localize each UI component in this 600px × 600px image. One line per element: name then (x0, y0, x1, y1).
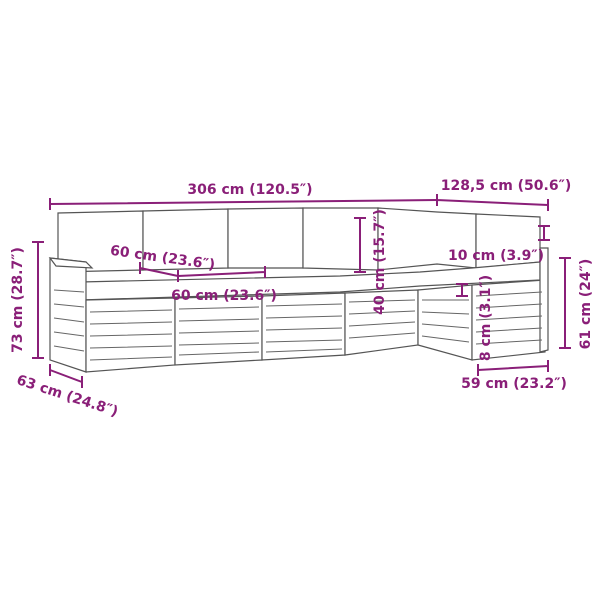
dimension-lines (32, 194, 571, 388)
label-corner-height: 61 cm (24″) (578, 259, 594, 350)
label-corner-depth: 128,5 cm (50.6″) (441, 178, 572, 194)
label-armrest-thickness: 10 cm (3.9″) (448, 248, 544, 264)
label-cushion-thickness: 8 cm (3.1″) (478, 275, 494, 361)
label-side-depth: 63 cm (24.8″) (14, 372, 119, 420)
left-armrest (49, 257, 87, 373)
label-total-height: 73 cm (28.7″) (10, 247, 26, 353)
backrest-cushion-3 (227, 207, 304, 269)
backrest-cushion-4 (302, 207, 379, 271)
base-module-right (471, 279, 546, 361)
right-armrest (539, 247, 549, 353)
left-armrest-top (48, 257, 94, 269)
label-corner-width: 59 cm (23.2″) (461, 376, 567, 392)
label-seat-width: 60 cm (23.6″) (171, 288, 277, 304)
label-total-width: 306 cm (120.5″) (187, 182, 312, 198)
label-backrest-height: 40 cm (15.7″) (372, 209, 388, 315)
base-slats (53, 289, 543, 361)
